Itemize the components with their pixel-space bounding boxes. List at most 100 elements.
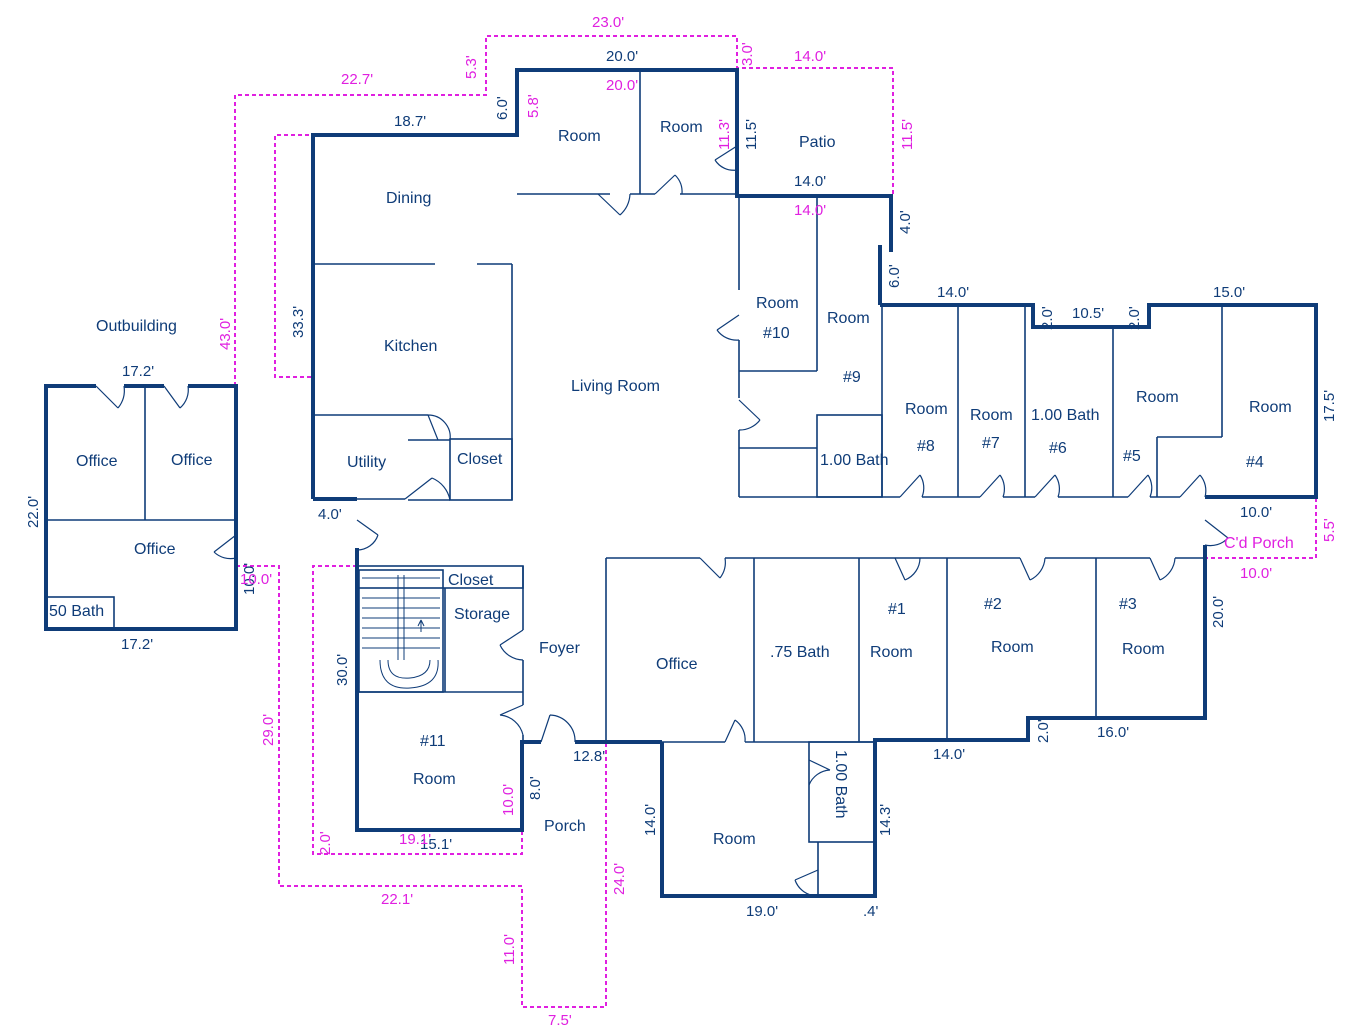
dim-south-14: 14.0' — [933, 746, 965, 763]
label-bath-bottom: 1.00 Bath — [832, 750, 849, 819]
label-closet-stair: Closet — [448, 572, 494, 589]
label-dining: Dining — [386, 190, 431, 207]
mdim-porch-11: 11.0' — [501, 934, 518, 965]
label-office-a: Office — [76, 453, 118, 470]
mdim-left-43: 43.0' — [217, 318, 234, 350]
label-bath-6-num: #6 — [1049, 440, 1067, 457]
label-room-10-name: Room — [756, 295, 799, 312]
dim-wing-2a: 2.0' — [1039, 306, 1056, 330]
label-foyer: Foyer — [539, 640, 581, 657]
mdim-cd-10: 10.0' — [1240, 565, 1272, 582]
label-room-2-name: Room — [991, 639, 1034, 656]
dim-outb-10: 10.0' — [241, 563, 258, 595]
dim-room-14: 14.0' — [642, 804, 659, 836]
label-room-8-num: #8 — [917, 438, 935, 455]
label-room-3-name: Room — [1122, 641, 1165, 658]
label-room-9-num: #9 — [843, 369, 861, 386]
dim-room-04: .4' — [863, 903, 879, 920]
label-room-3-num: #3 — [1119, 596, 1137, 613]
label-room-4-num: #4 — [1246, 454, 1264, 471]
label-room-5-name: Room — [1136, 389, 1179, 406]
mdim-top-23: 23.0' — [592, 14, 624, 31]
mdim-patio-14: 14.0' — [794, 48, 826, 65]
label-outbuilding: Outbuilding — [96, 318, 177, 335]
dim-wing-10-5: 10.5' — [1072, 305, 1104, 322]
label-utility: Utility — [347, 454, 386, 471]
mdim-patio-11-5: 11.5' — [899, 119, 916, 150]
label-room-5-num: #5 — [1123, 448, 1141, 465]
mdim-22-7: 22.7' — [341, 71, 373, 88]
label-bath-75: .75 Bath — [770, 644, 830, 661]
mdim-5-3: 5.3' — [463, 55, 480, 79]
dim-south-20: 20.0' — [1210, 596, 1227, 628]
dim-room-19: 19.0' — [746, 903, 778, 920]
label-bath-50: 50 Bath — [49, 603, 104, 620]
label-room-1-name: Room — [870, 644, 913, 661]
south-wing — [355, 545, 1207, 898]
mdim-left-10: 10.0' — [240, 571, 272, 588]
wall-dimensions: 20.0' 18.7' 6.0' 11.5' 14.0' 4.0' 6.0' 1… — [25, 48, 1338, 920]
label-cd-porch: C'd Porch — [1224, 535, 1294, 552]
mdim-top-20: 20.0' — [606, 77, 638, 94]
label-bath-6-name: 1.00 Bath — [1031, 407, 1100, 424]
dim-18-7: 18.7' — [394, 113, 426, 130]
dim-wing-17-5: 17.5' — [1321, 390, 1338, 422]
mdim-patio-11-3: 11.3' — [716, 119, 733, 150]
label-room-11-name: Room — [413, 771, 456, 788]
label-room-10-num: #10 — [763, 325, 790, 342]
mdim-porch-24: 24.0' — [611, 863, 628, 895]
dim-outb-17-2-bot: 17.2' — [121, 636, 153, 653]
outbuilding — [44, 384, 238, 631]
label-office-c: Office — [134, 541, 176, 558]
mdim-bottom-19-1: 19.1' — [399, 831, 431, 848]
dim-outb-22: 22.0' — [25, 496, 42, 528]
label-patio: Patio — [799, 134, 836, 151]
dim-stair-30: 30.0' — [334, 654, 351, 686]
dashed-outline — [234, 35, 1317, 1008]
dim-top-20: 20.0' — [606, 48, 638, 65]
label-room-7-name: Room — [970, 407, 1013, 424]
label-room-7-num: #7 — [982, 435, 1000, 452]
dim-outb-17-2-top: 17.2' — [122, 363, 154, 380]
dim-south-2: 2.0' — [1035, 719, 1052, 743]
dim-wing-15: 15.0' — [1213, 284, 1245, 301]
dim-porch-12-8: 12.8' — [573, 748, 605, 765]
outline-dimensions: 23.0' 20.0' 22.7' 5.3' 5.8' 3.0' 14.0' 1… — [217, 14, 1338, 1029]
main-house-walls — [311, 68, 1318, 551]
label-office-b: Office — [171, 452, 213, 469]
label-bath-9: 1.00 Bath — [820, 452, 889, 469]
dim-porch-10: 10.0' — [1240, 504, 1272, 521]
mdim-bottom-22-1: 22.1' — [381, 891, 413, 908]
dim-patio-14: 14.0' — [794, 173, 826, 190]
label-office-main: Office — [656, 656, 698, 673]
dim-kitchen-33-3: 33.3' — [290, 306, 307, 338]
mdim-3-0: 3.0' — [739, 42, 756, 66]
dim-wing-2b: 2.0' — [1126, 306, 1143, 330]
room-labels: Outbuilding Office Office Office 50 Bath… — [49, 119, 1294, 848]
label-room-8-name: Room — [905, 401, 948, 418]
label-kitchen: Kitchen — [384, 338, 437, 355]
label-porch: Porch — [544, 818, 586, 835]
dim-porch-8: 8.0' — [527, 776, 544, 800]
label-living-room: Living Room — [571, 378, 660, 395]
dim-south-16: 16.0' — [1097, 724, 1129, 741]
dim-6-0: 6.0' — [494, 96, 511, 120]
dim-bottom-15-1: 15.1' — [420, 836, 452, 853]
mdim-patio-bot-14: 14.0' — [794, 202, 826, 219]
mdim-cd-5-5: 5.5' — [1321, 518, 1338, 542]
label-room-top-right: Room — [660, 119, 703, 136]
label-room-9-name: Room — [827, 310, 870, 327]
dim-wing-14: 14.0' — [937, 284, 969, 301]
label-room-2-num: #2 — [984, 596, 1002, 613]
label-room-11-num: #11 — [420, 733, 446, 750]
mdim-room11-10: 10.0' — [500, 784, 517, 816]
dim-patio-11-5: 11.5' — [743, 119, 760, 150]
mdim-left-29: 29.0' — [260, 714, 277, 746]
dim-step-6b: 6.0' — [886, 264, 903, 288]
label-storage: Storage — [454, 606, 510, 623]
label-room-4-name: Room — [1249, 399, 1292, 416]
mdim-5-8: 5.8' — [525, 94, 542, 118]
dim-step-4: 4.0' — [897, 210, 914, 234]
label-room-top-left: Room — [558, 128, 601, 145]
